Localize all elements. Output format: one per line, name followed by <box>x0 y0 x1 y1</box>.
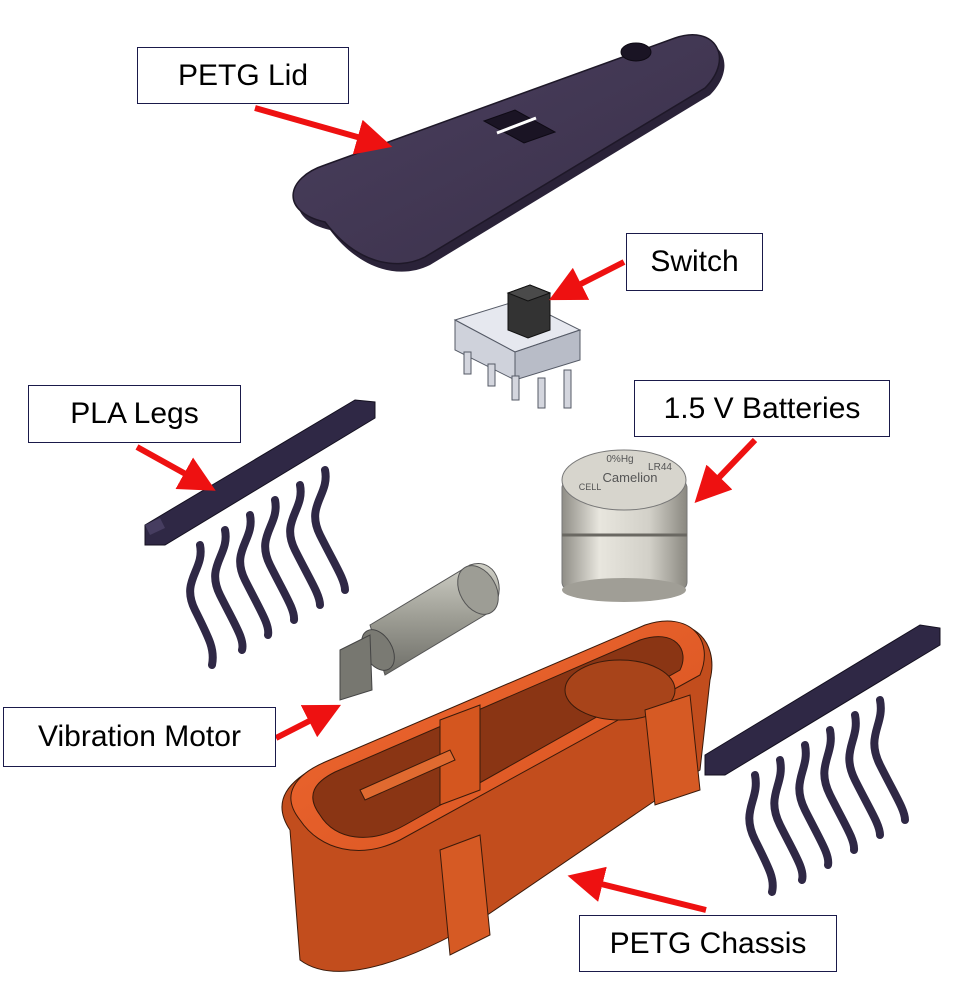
label-batteries: 1.5 V Batteries <box>634 380 890 437</box>
label-switch: Switch <box>626 233 763 291</box>
label-pla-legs: PLA Legs <box>28 385 241 443</box>
label-vibration-motor: Vibration Motor <box>3 707 276 767</box>
battery-hg-marking: 0%Hg <box>606 454 633 465</box>
vibration-motor-part <box>339 563 500 701</box>
arrow-vibration-motor <box>274 704 342 741</box>
label-petg-lid: PETG Lid <box>137 47 349 104</box>
label-petg-chassis: PETG Chassis <box>579 915 837 972</box>
petg-lid-part <box>292 34 725 272</box>
lid-screw-hole <box>620 42 652 62</box>
chassis-battery-well <box>564 659 676 721</box>
arrow-batteries <box>694 437 758 503</box>
battery-brand-marking: Camelion <box>603 470 658 485</box>
battery-cell-marking: CELL <box>579 482 602 492</box>
battery-top-face <box>561 449 687 511</box>
arrow-pla-legs <box>135 444 216 491</box>
petg-chassis-part <box>281 620 713 972</box>
switch-part <box>453 284 582 409</box>
battery-model-marking: LR44 <box>648 462 672 473</box>
lid-switch-slot <box>482 109 557 144</box>
arrow-petg-lid <box>254 105 393 155</box>
pla-legs-part-right <box>704 624 941 896</box>
pla-legs-part-left <box>144 399 376 669</box>
batteries-part: Camelion LR44 0%Hg CELL <box>561 449 688 602</box>
arrow-switch <box>548 259 626 301</box>
arrow-petg-chassis <box>567 866 707 913</box>
callout-arrows <box>135 105 758 913</box>
motor-eccentric-weight <box>339 634 373 701</box>
